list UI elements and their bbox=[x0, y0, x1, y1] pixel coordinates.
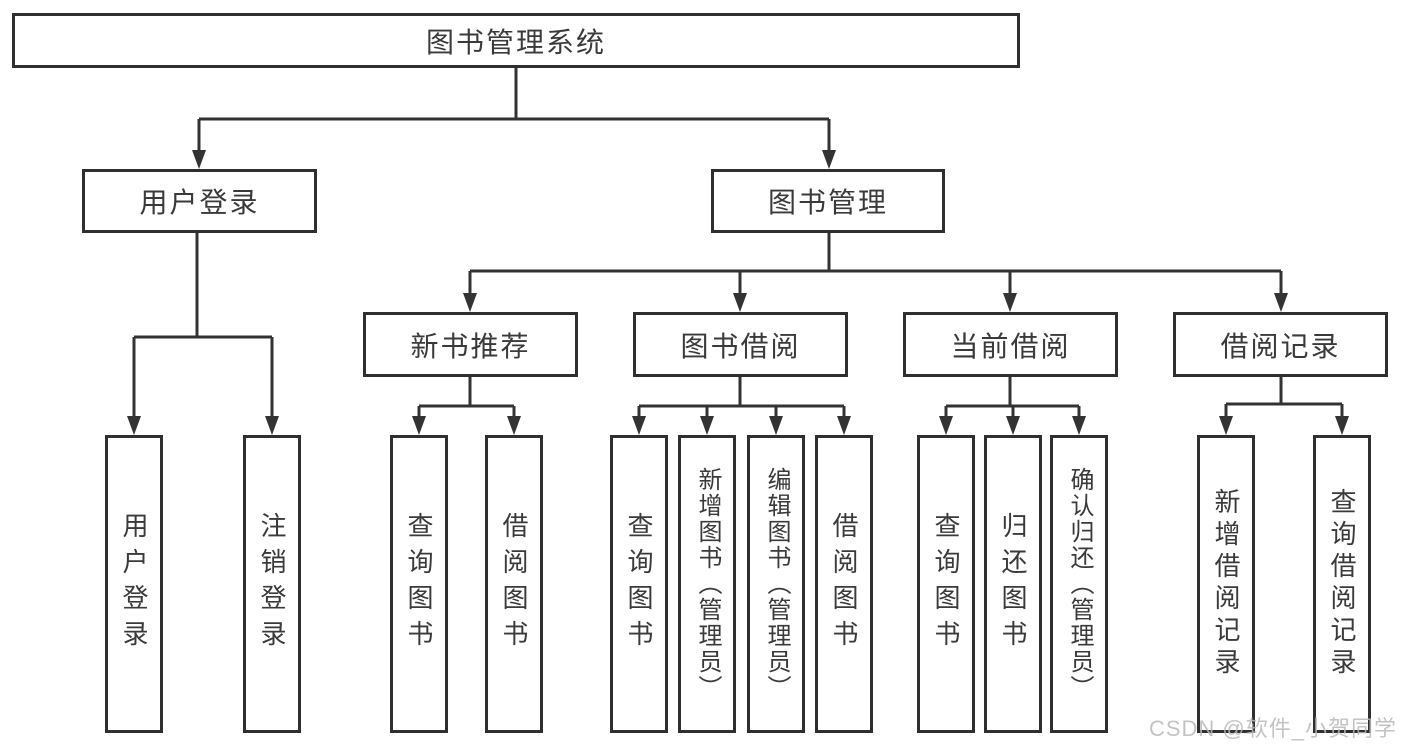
leaf-logout: 注销登录 bbox=[243, 435, 301, 733]
leaf-query-books-borrow: 查询图书 bbox=[610, 435, 668, 733]
node-label: 用户登录 bbox=[139, 187, 260, 218]
wire-book-borrow-group bbox=[637, 377, 846, 418]
leaf-query-books-recommend: 查询图书 bbox=[390, 435, 448, 733]
node-label: 借阅记录 bbox=[1220, 330, 1341, 362]
node-label: 注销登录 bbox=[257, 512, 287, 656]
node-label: 图书借阅 bbox=[680, 330, 801, 362]
leaf-edit-book-admin: 编辑图书（管理员） bbox=[747, 435, 805, 733]
csdn-watermark: CSDN @软件_小贺同学 bbox=[1148, 716, 1397, 741]
node-user-login: 用户登录 bbox=[82, 169, 317, 233]
node-label: 编辑图书（管理员） bbox=[763, 467, 790, 701]
node-new-book-recommend: 新书推荐 bbox=[363, 312, 578, 377]
node-label: 借阅图书 bbox=[499, 512, 529, 656]
node-label: 查询图书 bbox=[404, 512, 434, 656]
node-book-management: 图书管理 bbox=[711, 169, 945, 233]
leaf-return-book: 归还图书 bbox=[984, 435, 1042, 733]
arrowheads bbox=[127, 150, 1349, 435]
leaf-query-borrow-record: 查询借阅记录 bbox=[1313, 435, 1371, 733]
node-label: 归还图书 bbox=[998, 512, 1028, 656]
leaf-borrow-books-recommend: 借阅图书 bbox=[485, 435, 543, 733]
node-label: 借阅图书 bbox=[829, 512, 859, 656]
node-label: 查询图书 bbox=[624, 512, 654, 656]
leaf-borrow-books: 借阅图书 bbox=[815, 435, 873, 733]
leaf-confirm-return-admin: 确认归还（管理员） bbox=[1050, 435, 1108, 733]
leaf-query-books-current: 查询图书 bbox=[917, 435, 975, 733]
node-label: 图书管理系统 bbox=[425, 26, 606, 58]
node-label: 图书管理 bbox=[767, 187, 888, 218]
wire-borrow-records-group bbox=[1224, 377, 1344, 418]
leaf-user-login: 用户登录 bbox=[105, 435, 163, 733]
wire-current-borrow-group bbox=[944, 377, 1081, 418]
node-current-borrow: 当前借阅 bbox=[903, 312, 1118, 377]
node-borrow-records: 借阅记录 bbox=[1173, 312, 1388, 377]
wire-book-management-group bbox=[468, 233, 1283, 295]
leaf-add-book-admin: 新增图书（管理员） bbox=[678, 435, 736, 733]
node-label: 新增图书（管理员） bbox=[694, 467, 721, 701]
node-label: 新增借阅记录 bbox=[1211, 488, 1241, 680]
node-label: 新书推荐 bbox=[410, 330, 531, 362]
leaf-add-borrow-record: 新增借阅记录 bbox=[1197, 435, 1255, 733]
node-label: 确认归还（管理员） bbox=[1066, 467, 1093, 701]
wire-user-login-group bbox=[132, 233, 274, 418]
node-label: 用户登录 bbox=[119, 512, 149, 656]
node-label: 查询图书 bbox=[931, 512, 961, 656]
node-book-borrow: 图书借阅 bbox=[633, 312, 848, 377]
wire-new-book-group bbox=[417, 377, 516, 418]
node-library-management-system: 图书管理系统 bbox=[12, 13, 1020, 68]
node-label: 查询借阅记录 bbox=[1327, 488, 1357, 680]
node-label: 当前借阅 bbox=[950, 330, 1071, 362]
